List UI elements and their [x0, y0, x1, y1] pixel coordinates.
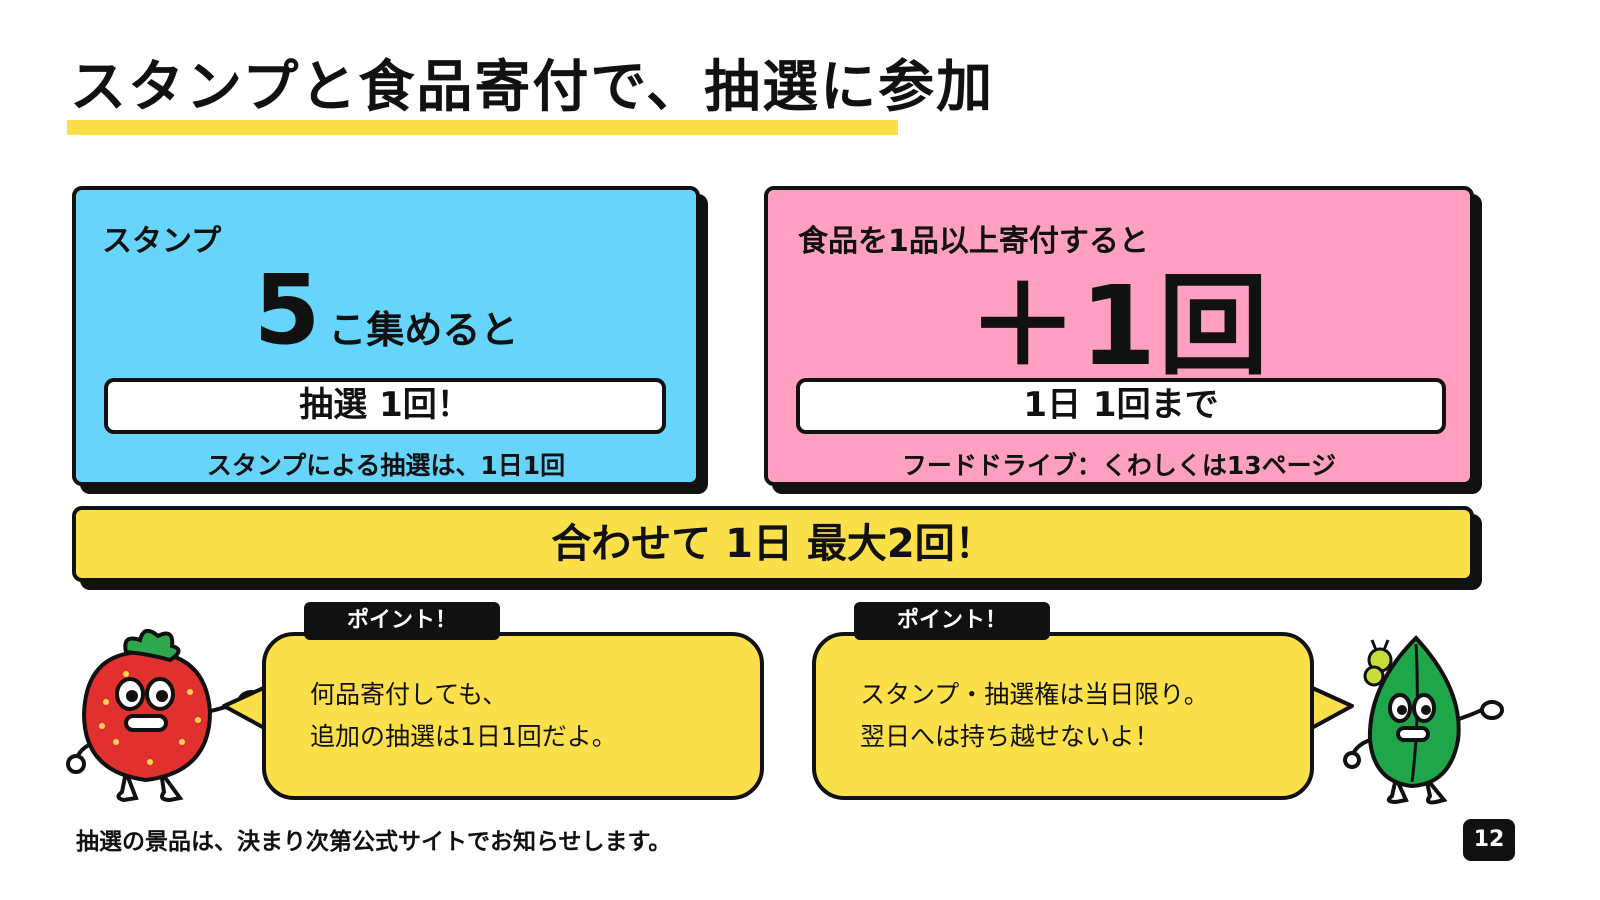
left-point-tag: ポイント！ [304, 602, 500, 640]
left-point-bubble: 何品寄付しても、 追加の抽選は1日1回だよ。 [262, 632, 764, 800]
slide-title: スタンプと食品寄付で、抽選に参加 [70, 55, 995, 120]
stamp-note: スタンプによる抽選は、1日1回 [206, 451, 566, 480]
donation-note: フードドライブ：くわしくは13ページ [901, 451, 1337, 480]
stamp-count-suffix: こ集めると [328, 308, 519, 352]
donation-bonus: ＋1回 [967, 262, 1271, 390]
stamp-count: 5 [253, 254, 321, 366]
summary-banner: 合わせて 1日 最大2回！ [72, 506, 1474, 582]
page-number: 12 [1463, 819, 1515, 861]
title-underline [67, 120, 898, 135]
stamp-result-pill: 抽選 1回！ [104, 378, 666, 434]
donation-card: 食品を1品以上寄付すると ＋1回 1日 1回まで フードドライブ：くわしくは13… [764, 186, 1474, 486]
donation-limit-pill: 1日 1回まで [796, 378, 1446, 434]
right-point-line-1: スタンプ・抽選権は当日限り。 [860, 680, 1209, 709]
stamp-card-label: スタンプ [102, 224, 222, 259]
donation-card-label: 食品を1品以上寄付すると [798, 224, 1149, 259]
left-point-line-1: 何品寄付しても、 [310, 680, 508, 709]
footer-note: 抽選の景品は、決まり次第公式サイトでお知らせします。 [76, 829, 672, 855]
right-point-bubble: スタンプ・抽選権は当日限り。 翌日へは持ち越せないよ！ [812, 632, 1314, 800]
right-point-tag: ポイント！ [854, 602, 1050, 640]
left-point-line-2: 追加の抽選は1日1回だよ。 [310, 722, 617, 751]
leaf-character-icon [1343, 635, 1504, 805]
right-point-line-2: 翌日へは持ち越せないよ！ [860, 722, 1160, 751]
donation-bonus-row: ＋1回 [768, 236, 1470, 396]
